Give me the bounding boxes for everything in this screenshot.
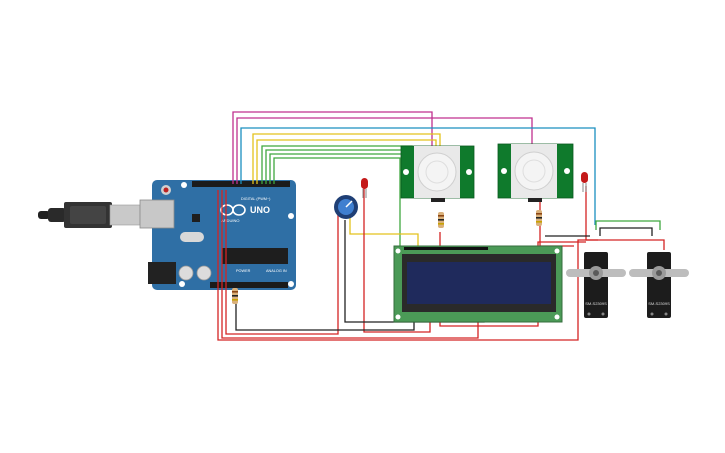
wire-green-2[interactable] [265, 149, 408, 184]
wire-red-main[interactable] [221, 190, 479, 339]
resistor-1[interactable] [232, 288, 238, 304]
pir-dome-icon [514, 151, 554, 191]
red-led-1[interactable] [361, 178, 368, 198]
wire-red-led1[interactable] [363, 188, 431, 333]
lcd-screen [407, 262, 551, 304]
arduino-brand-label: ARDUINO [221, 218, 239, 223]
atmega-chip [222, 248, 288, 264]
wires [217, 111, 665, 341]
analog-label: ANALOG IN [266, 269, 287, 273]
wire-black-gnd[interactable] [235, 296, 415, 331]
power-label: POWER [236, 269, 251, 273]
red-led-2[interactable] [581, 172, 588, 192]
usb-cable [38, 202, 141, 228]
wire-green-servo[interactable] [595, 220, 661, 230]
wire-red-led2[interactable] [585, 186, 665, 250]
arduino-uno-board[interactable]: UNO ARDUINO DIGITAL (PWM~) POWER ANALOG … [139, 180, 296, 290]
wire-yellow-top-2[interactable] [256, 139, 437, 184]
uno-label: UNO [250, 205, 270, 215]
usb-port [139, 199, 175, 229]
wire-cyan[interactable] [240, 127, 596, 225]
wire-magenta-pir1[interactable] [232, 111, 433, 184]
wire-red-pot[interactable] [225, 190, 339, 335]
wire-red-pir2[interactable] [539, 200, 574, 247]
pir-sensor-1[interactable] [400, 145, 475, 228]
servo-1-label: SM-S2309S [585, 301, 607, 306]
wire-magenta-pir2[interactable] [236, 117, 533, 184]
digital-label: DIGITAL (PWM~) [241, 197, 271, 201]
pir-sensor-2[interactable] [497, 143, 574, 226]
servo-motor-1[interactable]: SM-S2309S [566, 252, 626, 318]
power-analog-header [210, 282, 288, 288]
power-jack [148, 262, 176, 284]
resistor-3[interactable] [536, 210, 542, 226]
wire-red-servo[interactable] [217, 190, 598, 341]
servo-2-label: SM-S2309S [648, 301, 670, 306]
lcd-display[interactable] [393, 245, 563, 323]
pir-dome-icon [417, 152, 457, 192]
lcd-header [404, 247, 488, 250]
resistor-2[interactable] [438, 212, 444, 228]
wire-yellow-pot[interactable] [349, 215, 419, 248]
wire-green-4[interactable] [273, 157, 401, 248]
wire-yellow-top[interactable] [252, 133, 441, 184]
arduino-logo-icon [220, 204, 246, 216]
wire-green-3[interactable] [269, 153, 404, 184]
servo-motor-2[interactable]: SM-S2309S [629, 252, 689, 318]
wire-green-1[interactable] [261, 145, 413, 184]
wire-black-servo[interactable] [599, 227, 653, 236]
potentiometer[interactable] [334, 195, 358, 219]
